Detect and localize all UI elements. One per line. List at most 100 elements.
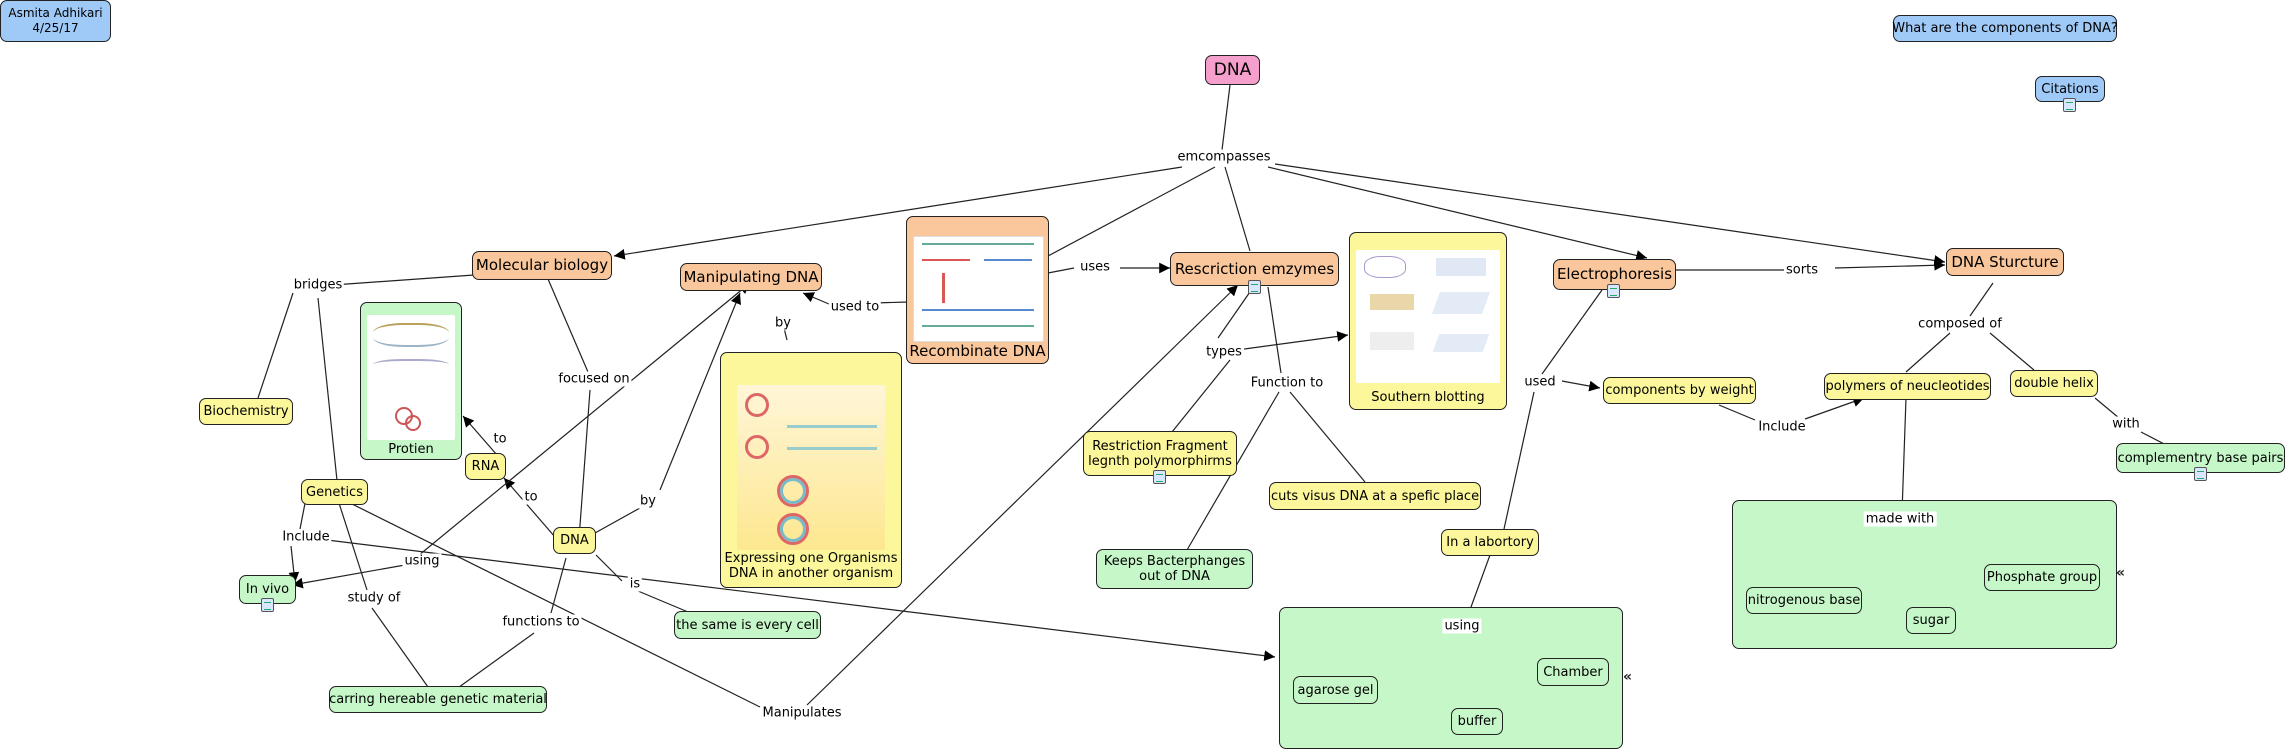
carring-label: carring hereable genetic material — [329, 692, 547, 707]
link-label: focused on — [556, 371, 632, 387]
keeps-node[interactable]: Keeps Bacterphanges out of DNA — [1096, 549, 1253, 589]
complementary-label: complementry base pairs — [2117, 450, 2284, 466]
chamber-node[interactable]: Chamber — [1537, 658, 1609, 686]
agarose-gel-node[interactable]: agarose gel — [1293, 676, 1378, 704]
link-label: study of — [345, 590, 403, 606]
link-label: by — [638, 493, 658, 509]
author-name: Asmita Adhikari — [8, 6, 103, 20]
components-by-weight-node[interactable]: components by weight — [1603, 377, 1756, 404]
in-vivo-label: In vivo — [245, 582, 290, 597]
dna-small-node[interactable]: DNA — [553, 527, 596, 554]
agarose-gel-label: agarose gel — [1297, 682, 1374, 698]
expressing-line1: Expressing one Organisms — [724, 551, 898, 566]
link-label: emcompasses — [1175, 149, 1273, 165]
sugar-label: sugar — [1912, 613, 1950, 628]
biochemistry-node[interactable]: Biochemistry — [199, 398, 293, 425]
link-label: is — [627, 576, 643, 592]
rflp-line1: Restriction Fragment — [1092, 438, 1228, 454]
expressing-line2: DNA in another organism — [728, 566, 894, 581]
link-label: made with — [1863, 511, 1937, 527]
nitrogenous-base-node[interactable]: nitrogenous base — [1746, 587, 1862, 614]
buffer-node[interactable]: buffer — [1451, 708, 1503, 735]
phosphate-group-label: Phosphate group — [1986, 570, 2098, 585]
link-label: composed of — [1916, 316, 2004, 332]
root-dna[interactable]: DNA — [1205, 55, 1260, 85]
molecular-biology[interactable]: Molecular biology — [472, 251, 612, 280]
sugar-node[interactable]: sugar — [1906, 607, 1956, 634]
genetics-node[interactable]: Genetics — [301, 479, 368, 505]
keeps-line1: Keeps Bacterphanges — [1103, 554, 1246, 569]
link-label: uses — [1078, 259, 1112, 275]
link-label: using — [402, 553, 442, 569]
rflp-line2: legnth polymorphirms — [1088, 453, 1232, 469]
link-label: to — [522, 489, 540, 505]
link-label: types — [1204, 344, 1244, 360]
polymers-label: polymers of neucleotides — [1825, 379, 1990, 394]
link-label: Include — [280, 529, 332, 545]
link-label: used to — [828, 299, 882, 315]
manipulating-dna-label: Manipulating DNA — [683, 267, 819, 286]
carring-node[interactable]: carring hereable genetic material — [329, 686, 547, 713]
link-label: sorts — [1784, 262, 1820, 278]
focus-question[interactable]: What are the components of DNA? — [1892, 15, 2118, 42]
author-info[interactable]: Asmita Adhikari 4/25/17 — [0, 0, 111, 42]
link-label: Manipulates — [760, 705, 844, 721]
double-helix-label: double helix — [2014, 376, 2094, 391]
link-label: Function to — [1248, 375, 1326, 391]
manipulating-dna[interactable]: Manipulating DNA — [680, 263, 822, 291]
link-label: by — [773, 315, 793, 331]
buffer-label: buffer — [1457, 714, 1497, 729]
components-by-weight-label: components by weight — [1605, 383, 1754, 398]
rescriction-emzymes-label: Rescriction emzymes — [1174, 259, 1335, 278]
nitrogenous-base-label: nitrogenous base — [1747, 593, 1861, 608]
author-date: 4/25/17 — [32, 21, 79, 35]
cuts-node[interactable]: cuts visus DNA at a spefic place — [1269, 482, 1481, 510]
in-labortory-node[interactable]: In a labortory — [1441, 529, 1539, 556]
dna-structure-label: DNA Sturcture — [1951, 252, 2059, 271]
keeps-line2: out of DNA — [1139, 569, 1210, 584]
citations-label: Citations — [2041, 81, 2099, 97]
link-label: to — [491, 431, 509, 447]
phosphate-group-node[interactable]: Phosphate group — [1984, 564, 2100, 591]
document-icon[interactable] — [1607, 284, 1620, 298]
document-icon[interactable] — [2194, 467, 2207, 481]
citations-node[interactable]: Citations — [2035, 76, 2105, 102]
dna-small-label: DNA — [560, 533, 589, 548]
collapse-icon[interactable]: « — [1623, 669, 1633, 685]
molecular-biology-label: Molecular biology — [475, 256, 609, 274]
protien-label: Protien — [388, 442, 434, 457]
dna-structure[interactable]: DNA Sturcture — [1946, 248, 2064, 276]
collapse-icon[interactable]: « — [2116, 565, 2126, 581]
document-icon[interactable] — [2063, 98, 2076, 112]
chamber-label: Chamber — [1543, 664, 1603, 680]
document-icon[interactable] — [261, 598, 274, 612]
focus-question-text: What are the components of DNA? — [1892, 21, 2118, 36]
in-labortory-label: In a labortory — [1446, 535, 1534, 550]
southern-blotting-image — [1356, 250, 1500, 383]
root-label: DNA — [1213, 59, 1252, 80]
same-every-cell-node[interactable]: the same is every cell — [674, 611, 821, 639]
southern-blotting-label: Southern blotting — [1371, 390, 1485, 405]
link-label: bridges — [291, 277, 345, 293]
recombinate-dna-label: Recombinate DNA — [909, 342, 1046, 360]
link-label: with — [2110, 416, 2142, 432]
polymers-node[interactable]: polymers of neucleotides — [1824, 373, 1991, 400]
electrophoresis[interactable]: Electrophoresis — [1553, 259, 1676, 290]
same-every-cell-label: the same is every cell — [676, 617, 819, 633]
protein-synthesis-image — [367, 315, 455, 440]
biochemistry-label: Biochemistry — [203, 404, 289, 419]
link-label: functions to — [500, 614, 582, 630]
double-helix-node[interactable]: double helix — [2010, 370, 2098, 397]
rflp-node[interactable]: Restriction Fragment legnth polymorphirm… — [1083, 431, 1237, 476]
rna-label: RNA — [471, 459, 500, 474]
rna-node[interactable]: RNA — [465, 453, 506, 480]
genetics-label: Genetics — [306, 484, 363, 500]
link-label: Include — [1756, 419, 1808, 435]
link-label: using — [1442, 618, 1482, 634]
rescriction-emzymes[interactable]: Rescriction emzymes — [1170, 252, 1339, 286]
document-icon[interactable] — [1153, 470, 1166, 484]
document-icon[interactable] — [1248, 280, 1261, 294]
electrophoresis-label: Electrophoresis — [1556, 265, 1673, 283]
expression-image — [737, 385, 885, 550]
